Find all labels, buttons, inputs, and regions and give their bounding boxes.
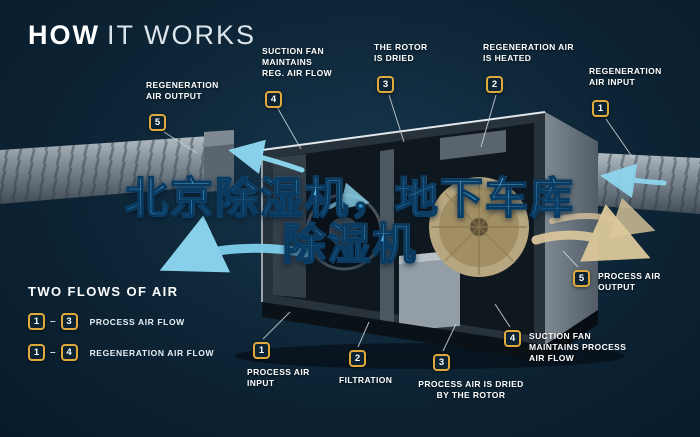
chinese-overlay-title: 北京除湿机，地下车库 除湿机 — [0, 175, 700, 269]
callout-rotor-is-dried: THE ROTOR IS DRIED 3 — [374, 42, 428, 93]
callout-suction-fan-process-air: 4 SUCTION FAN MAINTAINS PROCESS AIR FLOW — [504, 330, 626, 364]
callout-label: FILTRATION — [339, 375, 393, 385]
number-badge: 3 — [433, 354, 450, 371]
number-badge: 2 — [349, 350, 366, 367]
legend-row-regeneration-air: 1 – 4 REGENERATION AIR FLOW — [28, 344, 214, 361]
number-badge: 1 — [28, 344, 45, 361]
machine-interior — [273, 123, 534, 336]
callout-regeneration-air-output: REGENERATION AIR OUTPUT 5 — [146, 80, 219, 131]
callout-label: PROCESS AIR IS DRIED BY THE ROTOR — [418, 379, 524, 400]
callout-label: SUCTION FAN MAINTAINS REG. AIR FLOW — [262, 46, 333, 78]
number-badge: 2 — [486, 76, 503, 93]
heater — [440, 130, 506, 160]
machine-base — [262, 302, 545, 361]
legend-label: PROCESS AIR FLOW — [89, 316, 185, 327]
number-badge: 5 — [573, 270, 590, 287]
number-badge: 1 — [28, 313, 45, 330]
number-badge: 4 — [504, 330, 521, 347]
callout-process-air-dried: 3 PROCESS AIR IS DRIED BY THE ROTOR — [413, 354, 529, 401]
number-badge: 3 — [377, 76, 394, 93]
chinese-title-line2: 除湿机 — [0, 221, 700, 269]
connector-lines — [163, 94, 634, 352]
process-inflow-arrow — [159, 215, 311, 273]
callout-label: REGENERATION AIR OUTPUT — [146, 80, 219, 101]
left-duct — [0, 130, 234, 204]
airflow-arrows — [159, 139, 667, 273]
number-badge: 4 — [60, 344, 78, 361]
interior-components — [273, 130, 529, 331]
legend-label: REGENERATION AIR FLOW — [89, 347, 215, 358]
callout-filtration: 2 FILTRATION — [339, 350, 392, 386]
regeneration-outflow-arrow — [228, 139, 305, 175]
callout-process-air-output: 5 PROCESS AIR OUTPUT — [573, 270, 661, 293]
number-badge: 1 — [592, 100, 609, 117]
machine-body — [261, 111, 598, 361]
chinese-title-line1: 北京除湿机，地下车库 — [0, 175, 700, 223]
title-light: IT WORKS — [106, 20, 256, 50]
number-badge: 5 — [149, 114, 166, 131]
callout-regeneration-air-input: REGENERATION AIR INPUT 1 — [589, 66, 662, 117]
callout-label: SUCTION FAN MAINTAINS PROCESS AIR FLOW — [529, 331, 627, 363]
callout-process-air-input: 1 PROCESS AIR INPUT — [247, 342, 310, 389]
callout-label: PROCESS AIR OUTPUT — [598, 271, 661, 292]
range-dash: – — [50, 316, 56, 327]
callout-label: THE ROTOR IS DRIED — [374, 42, 428, 63]
rotor — [429, 177, 529, 277]
air-flows-legend: TWO FLOWS OF AIR 1 – 3 PROCESS AIR FLOW … — [28, 284, 214, 361]
callout-label: PROCESS AIR INPUT — [247, 367, 310, 388]
callout-label: REGENERATION AIR IS HEATED — [483, 42, 574, 63]
callout-label: REGENERATION AIR INPUT — [589, 66, 662, 87]
process-outflow-arrow — [531, 204, 651, 262]
legend-heading: TWO FLOWS OF AIR — [28, 284, 179, 299]
number-badge: 3 — [60, 313, 78, 330]
number-badge: 4 — [265, 91, 282, 108]
number-badge: 1 — [253, 342, 270, 359]
regeneration-inflow-arrow — [600, 163, 667, 199]
range-dash: – — [50, 347, 56, 358]
title-bold: HOW — [28, 20, 100, 50]
legend-row-process-air: 1 – 3 PROCESS AIR FLOW — [28, 313, 214, 330]
callout-suction-fan-reg-air: SUCTION FAN MAINTAINS REG. AIR FLOW 4 — [262, 46, 332, 108]
callout-regeneration-air-heated: REGENERATION AIR IS HEATED 2 — [483, 42, 574, 93]
